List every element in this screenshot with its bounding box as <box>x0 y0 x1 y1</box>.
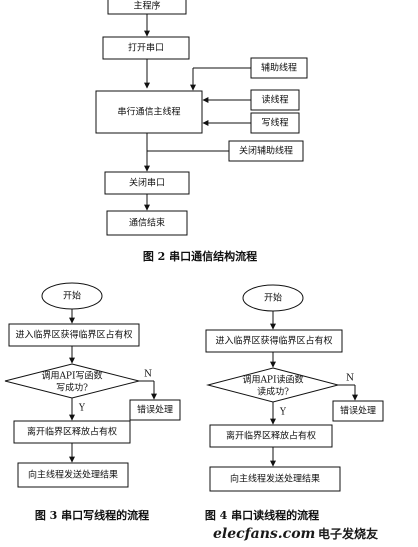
label-decision-write-2: 写成功? <box>56 382 88 394</box>
label-open-port: 打开串口 <box>128 42 164 54</box>
label-helper-thread: 辅助线程 <box>261 62 297 74</box>
label-start-read: 开始 <box>264 292 282 304</box>
label-send-result-write: 向主线程发送处理结果 <box>28 469 118 481</box>
label-write-thread: 写线程 <box>261 117 288 129</box>
node-send-result-write <box>17 462 129 488</box>
label-leave-critical-read: 离开临界区释放占有权 <box>226 430 316 442</box>
caption-figure-3: 图 3 串口写线程的流程 <box>35 508 149 522</box>
label-send-result-read: 向主线程发送处理结果 <box>230 473 320 485</box>
label-yes-read: Y <box>279 408 287 418</box>
watermark-site: elecfans.com <box>213 526 315 542</box>
label-no-read: N <box>346 374 354 384</box>
node-enter-critical-read <box>205 329 343 353</box>
label-enter-critical-write: 进入临界区获得临界区占有权 <box>15 329 132 341</box>
node-comm-end <box>106 210 188 236</box>
label-close-helper: 关闭辅助线程 <box>239 145 293 157</box>
node-enter-critical-write <box>8 323 140 347</box>
label-yes-write: Y <box>78 404 86 414</box>
label-decision-write-1: 调用API写函数 <box>41 370 102 382</box>
node-leave-critical-read <box>209 424 333 448</box>
caption-figure-2: 图 2 串口通信结构流程 <box>143 249 257 263</box>
label-decision-read-2: 读成功? <box>257 386 289 398</box>
caption-figure-4: 图 4 串口读线程的流程 <box>205 508 319 522</box>
watermark-tagline: 电子发烧友 <box>318 526 378 541</box>
node-send-result-read <box>209 466 341 492</box>
label-read-thread: 读线程 <box>261 94 288 106</box>
watermark-logo: elecfans.com 电子发烧友 <box>213 526 378 542</box>
label-error-read: 错误处理 <box>340 405 376 417</box>
label-main-program: 主程序 <box>133 0 160 12</box>
node-error-write <box>129 399 181 421</box>
label-comm-end: 通信结束 <box>129 217 165 229</box>
label-close-port: 关闭串口 <box>129 177 165 189</box>
label-leave-critical-write: 离开临界区释放占有权 <box>27 426 117 438</box>
label-start-write: 开始 <box>63 290 81 302</box>
label-no-write: N <box>144 370 152 380</box>
label-enter-critical-read: 进入临界区获得临界区占有权 <box>215 335 332 347</box>
label-decision-read-1: 调用API读函数 <box>242 374 303 386</box>
node-error-read <box>332 400 384 422</box>
node-serial-main-thread <box>95 90 203 134</box>
label-error-write: 错误处理 <box>137 404 173 416</box>
label-serial-main-thread: 串行通信主线程 <box>117 106 180 118</box>
node-open-port <box>102 36 190 60</box>
